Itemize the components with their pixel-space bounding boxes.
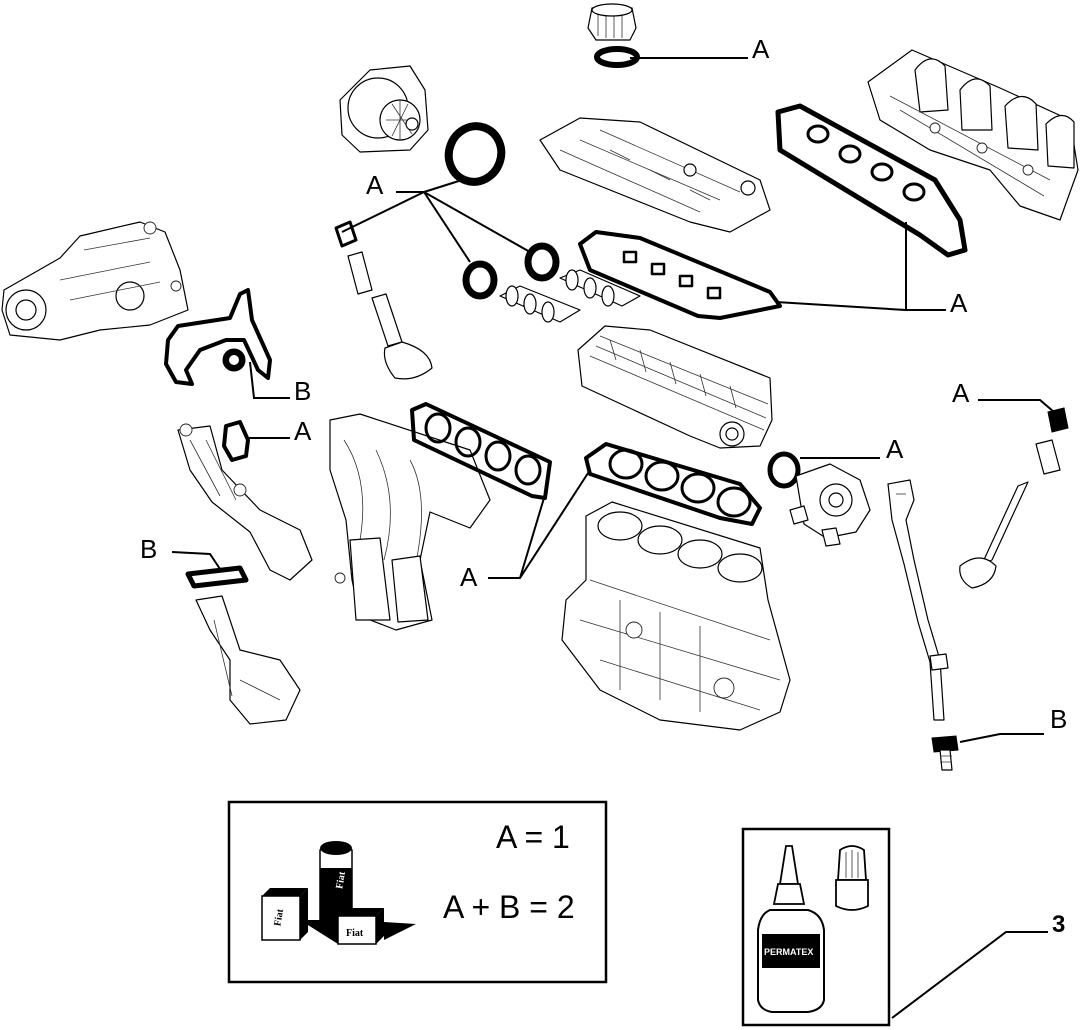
bottle-label: PERMATEX <box>764 947 813 957</box>
callout-labels: A A A B A B A A A B 3 <box>140 34 1067 938</box>
cylinder-head-gasket <box>584 442 762 526</box>
crankshaft-front-seal <box>444 122 506 186</box>
cylinder-head <box>577 325 773 449</box>
exhaust-manifold-gasket <box>410 402 552 500</box>
sealant-cap <box>835 845 869 911</box>
water-outlet <box>767 451 871 547</box>
valve-assembly-left <box>334 220 433 380</box>
callout-water-pump-oring: A <box>886 434 904 464</box>
dipstick-tube <box>887 479 949 721</box>
oil-pump <box>1 221 189 341</box>
callout-valve-stem-seal: A <box>952 378 970 408</box>
water-pump <box>339 65 429 153</box>
callout-dipstick-bolt: B <box>1050 704 1067 734</box>
dipstick-bolt <box>931 735 959 771</box>
camshaft-seals <box>462 242 560 300</box>
sealant-kit-box: PERMATEX <box>741 827 891 1027</box>
oil-filler-cap <box>587 3 640 68</box>
kit-brand-box-right: Fiat <box>346 928 364 939</box>
camshafts <box>499 269 641 323</box>
timing-cover-gasket <box>164 288 272 386</box>
camshaft-cover-gasket <box>578 230 782 320</box>
valve-assembly-right <box>959 407 1069 589</box>
kit-brand-can: Fiat <box>334 870 348 890</box>
callout-thermostat-gasket: A <box>294 416 312 446</box>
oil-pickup-gasket <box>185 565 249 589</box>
kit-brand-box-left: Fiat <box>272 908 286 928</box>
water-outlet-oring <box>767 451 801 489</box>
intake-manifold <box>867 49 1079 221</box>
kit-legend-box: Fiat Fiat Fiat A = 1 A + B = 2 <box>227 800 608 984</box>
sealant-bottle: PERMATEX <box>757 845 825 1013</box>
gasket-kit-icon: Fiat Fiat Fiat <box>261 841 416 945</box>
intake-manifold-gasket <box>775 103 968 258</box>
legend-line-ab: A + B = 2 <box>443 889 575 925</box>
callout-valve-cover-gaskets: A <box>950 288 968 318</box>
oil-pickup-tube <box>185 565 301 725</box>
callout-exhaust-head-gaskets: A <box>460 562 478 592</box>
callout-front-seals: A <box>366 170 384 200</box>
thermostat-gasket <box>222 420 250 462</box>
engine-block <box>561 501 791 731</box>
leader-lines <box>171 57 1055 1019</box>
legend-line-a: A = 1 <box>496 819 570 855</box>
thermostat-housing <box>177 420 313 581</box>
camshaft-cover <box>539 117 771 233</box>
callout-sealant-kit: 3 <box>1052 911 1065 938</box>
exhaust-manifold <box>329 413 491 631</box>
callout-timing-cover: B <box>294 376 311 406</box>
callout-oil-pickup-gasket: B <box>140 534 157 564</box>
callout-oil-cap: A <box>752 34 770 64</box>
